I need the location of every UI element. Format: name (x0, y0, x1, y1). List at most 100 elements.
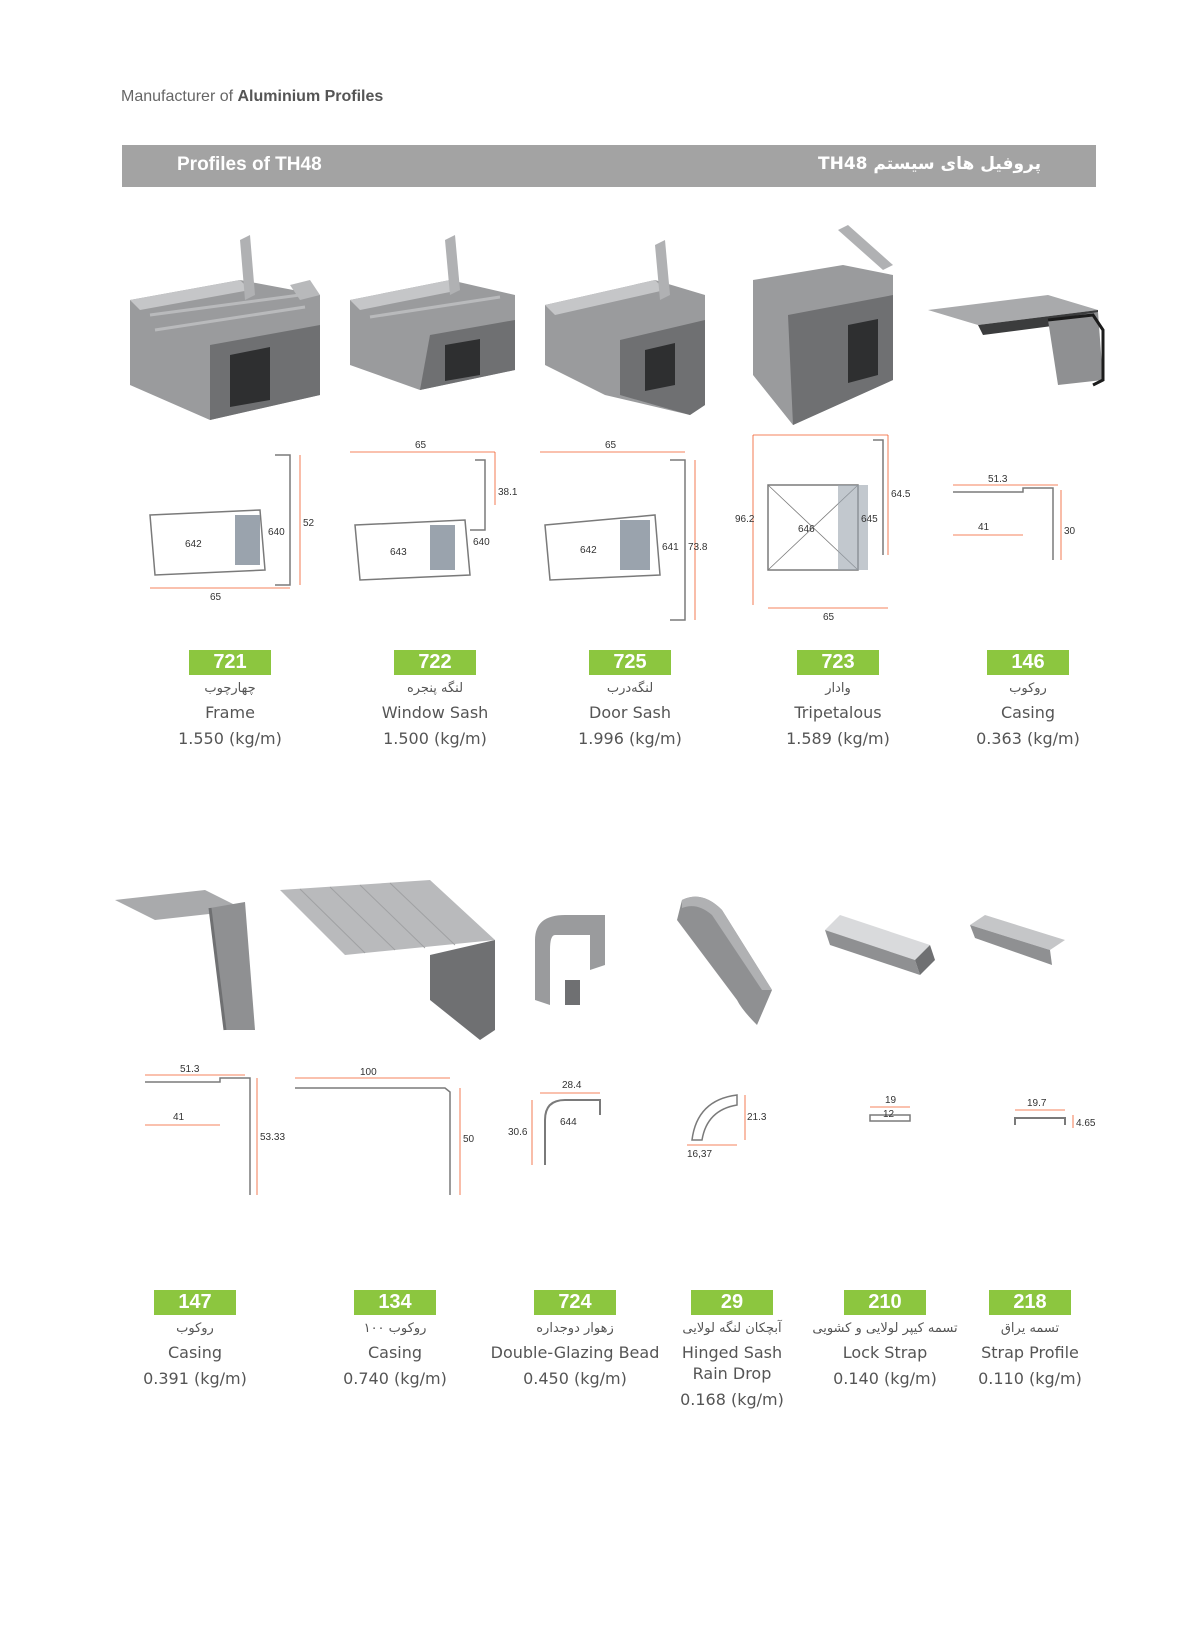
label-134: 134 روکوب ۱۰۰ Casing 0.740 (kg/m) (295, 1290, 495, 1389)
dim-722-b: 38.1 (498, 487, 518, 498)
name-en-147: Casing (167, 1343, 223, 1362)
weight-134: 0.740 (kg/m) (343, 1369, 447, 1388)
name-fa-724: زهوار دوجداره (536, 1321, 614, 1336)
weight-725: 1.996 (kg/m) (578, 729, 682, 748)
name-en-210: Lock Strap (842, 1343, 928, 1362)
profile-724-drawing: 28.4 30.6 644 (508, 1080, 601, 1165)
name-fa-722: لنگه پنجره (406, 681, 464, 696)
code-722: 722 (394, 650, 476, 675)
weight-721: 1.550 (kg/m) (178, 729, 282, 748)
profile-134: 100 50 134 روکوب ۱۰۰ Casing 0.740 (kg/m) (280, 880, 505, 1440)
weight-29: 0.168 (kg/m) (680, 1390, 784, 1409)
code-210: 210 (844, 1290, 926, 1315)
dim-724-c: 644 (560, 1117, 577, 1128)
profile-722: 65 38.1 643 640 722 لنگه پنجره Window Sa… (335, 235, 535, 765)
label-147: 147 روکوب Casing 0.391 (kg/m) (95, 1290, 295, 1389)
code-147: 147 (154, 1290, 236, 1315)
dim-218-b: 4.65 (1076, 1118, 1096, 1129)
code-723: 723 (797, 650, 879, 675)
dim-218-a: 19.7 (1027, 1098, 1047, 1109)
profile-723: 96.2 646 645 64.5 65 723 وادار Tripetalo… (735, 225, 938, 765)
banner-title-fa: پروفیل های سیستم TH48 (818, 154, 1041, 174)
name-en-723: Tripetalous (794, 703, 882, 722)
name-en-218: Strap Profile (981, 1343, 1079, 1362)
profile-134-drawing: 100 50 (295, 1067, 475, 1195)
dim-723-e: 65 (823, 612, 835, 623)
name-en-29: Hinged Sash Rain Drop (681, 1343, 783, 1383)
dim-29-a: 21.3 (747, 1112, 767, 1123)
profile-147: 51.3 41 53.33 147 روکوب Casing 0.391 (kg… (95, 880, 295, 1440)
dim-723-d: 64.5 (891, 489, 911, 500)
profile-146-render (928, 295, 1105, 387)
label-722: 722 لنگه پنجره Window Sash 1.500 (kg/m) (335, 650, 535, 749)
label-724: 724 زهوار دوجداره Double-Glazing Bead 0.… (475, 1290, 675, 1389)
dim-722-d: 640 (473, 537, 490, 548)
profile-218-render (970, 915, 1065, 965)
dim-147-b: 41 (173, 1112, 185, 1123)
tagline-bold: Aluminium Profiles (237, 88, 384, 105)
profile-724-render (535, 915, 605, 1005)
dim-723-c: 645 (861, 514, 878, 525)
dim-723-a: 96.2 (735, 514, 755, 525)
name-fa-29: آبچکان لنگه لولایی (682, 1321, 782, 1336)
profile-721-render (130, 235, 320, 420)
code-134: 134 (354, 1290, 436, 1315)
weight-146: 0.363 (kg/m) (976, 729, 1080, 748)
name-fa-721: چهارچوب (204, 681, 256, 696)
dim-725-a: 65 (605, 440, 617, 451)
name-en-725: Door Sash (589, 703, 671, 722)
profile-725-render (545, 240, 705, 415)
profile-218: 19.7 4.65 218 تسمه یراق Strap Profile 0.… (930, 880, 1130, 1440)
profile-210: 19 12 210 تسمه کیپر لولایی و کشویی Lock … (785, 880, 985, 1440)
name-fa-134: روکوب ۱۰۰ (363, 1321, 427, 1336)
weight-724: 0.450 (kg/m) (523, 1369, 627, 1388)
profile-147-render (115, 890, 255, 1031)
profile-134-render (280, 880, 495, 1040)
dim-146-a: 51.3 (988, 474, 1008, 485)
dim-146-c: 30 (1064, 526, 1076, 537)
name-fa-218: تسمه یراق (1000, 1321, 1060, 1336)
weight-210: 0.140 (kg/m) (833, 1369, 937, 1388)
profile-29-drawing: 21.3 16,37 (687, 1094, 767, 1160)
name-en-146: Casing (1000, 703, 1056, 722)
name-fa-723: وادار (825, 681, 851, 696)
label-218: 218 تسمه یراق Strap Profile 0.110 (kg/m) (930, 1290, 1130, 1389)
profile-210-render (825, 915, 935, 975)
label-29: 29 آبچکان لنگه لولایی Hinged Sash Rain D… (632, 1290, 832, 1410)
dim-721-a: 642 (185, 539, 202, 550)
label-725: 725 لنگه‌درب Door Sash 1.996 (kg/m) (530, 650, 730, 749)
label-146: 146 روکوب Casing 0.363 (kg/m) (928, 650, 1128, 749)
dim-721-c: 52 (303, 518, 315, 529)
dim-210-a: 19 (885, 1095, 897, 1106)
code-721: 721 (189, 650, 271, 675)
dim-722-c: 643 (390, 547, 407, 558)
dim-147-a: 51.3 (180, 1064, 200, 1075)
profile-147-drawing: 51.3 41 53.33 (145, 1064, 285, 1195)
label-723: 723 وادار Tripetalous 1.589 (kg/m) (738, 650, 938, 749)
dim-134-b: 50 (463, 1134, 475, 1145)
profile-725-drawing: 65 642 641 73.8 (540, 440, 708, 621)
profile-725: 65 642 641 73.8 725 لنگه‌درب Door Sash 1… (530, 235, 730, 765)
name-en-721: Frame (205, 703, 255, 722)
weight-722: 1.500 (kg/m) (383, 729, 487, 748)
manufacturer-tagline: Manufacturer of Aluminium Profiles (121, 88, 383, 106)
weight-218: 0.110 (kg/m) (978, 1369, 1082, 1388)
weight-723: 1.589 (kg/m) (786, 729, 890, 748)
dim-721-d: 65 (210, 592, 222, 603)
label-721: 721 چهارچوب Frame 1.550 (kg/m) (130, 650, 330, 749)
section-banner: Profiles of TH48 پروفیل های سیستم TH48 (122, 145, 1096, 187)
profile-146-drawing: 51.3 41 30 (953, 474, 1076, 560)
banner-title-en: Profiles of TH48 (177, 154, 322, 175)
dim-725-d: 73.8 (688, 542, 708, 553)
profile-721: 642 640 52 65 721 چهارچوب Frame 1.550 (k… (130, 235, 330, 765)
name-fa-146: روکوب (1009, 681, 1047, 696)
code-725: 725 (589, 650, 671, 675)
name-fa-147: روکوب (176, 1321, 214, 1336)
code-724: 724 (534, 1290, 616, 1315)
name-fa-725: لنگه‌درب (606, 681, 654, 696)
weight-147: 0.391 (kg/m) (143, 1369, 247, 1388)
name-en-722: Window Sash (381, 703, 489, 722)
code-218: 218 (989, 1290, 1071, 1315)
profile-218-drawing: 19.7 4.65 (1014, 1098, 1096, 1129)
dim-210-b: 12 (883, 1109, 895, 1120)
